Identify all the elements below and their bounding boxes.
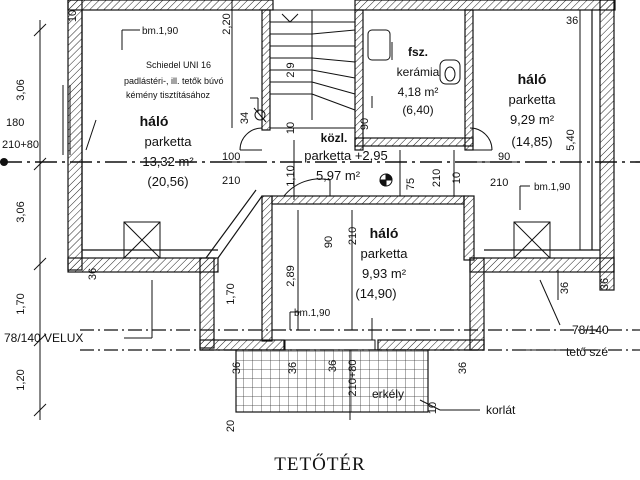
dim-36-bottom-left: 36 xyxy=(87,268,99,280)
railing-label: korlát xyxy=(486,403,516,417)
room-center: háló parketta 9,93 m² (14,90) xyxy=(355,225,408,301)
dim-10-b: 10 xyxy=(451,172,463,184)
room-bath: fsz. kerámia 4,18 m² (6,40) xyxy=(397,45,440,117)
room-right-floor: parketta xyxy=(509,92,557,107)
diagonal-walls xyxy=(205,189,263,259)
dim-3-06-top: 3,06 xyxy=(15,79,27,100)
dim-10-a: 10 xyxy=(285,122,297,134)
dim-36-bay-center: 36 xyxy=(327,360,339,372)
left-dimension-line xyxy=(33,20,47,420)
dim-90-bath: 90 xyxy=(359,118,371,130)
dim-90-center: 90 xyxy=(323,236,335,248)
dim-75: 75 xyxy=(405,178,417,190)
room-right: háló parketta 9,29 m² (14,85) xyxy=(509,71,557,149)
room-left-name: háló xyxy=(140,113,169,129)
room-left-floor: parketta xyxy=(145,134,193,149)
walls xyxy=(67,0,616,351)
room-bath-perimeter: (6,40) xyxy=(402,103,433,117)
dim-2-9: 2,9 xyxy=(285,62,297,77)
balcony-label: erkély xyxy=(372,387,404,401)
dim-210-hall: 210 xyxy=(431,169,443,187)
dim-5-40: 5,40 xyxy=(565,129,577,150)
dim-1-10: 1,10 xyxy=(285,165,297,186)
chimney-symbol xyxy=(253,107,267,123)
dim-3-06-bottom: 3,06 xyxy=(15,201,27,222)
bm-1-90-left: bm.1,90 xyxy=(142,26,179,37)
dim-2-20: 2,20 xyxy=(221,13,233,34)
room-center-area: 9,93 m² xyxy=(362,266,407,281)
dim-20: 20 xyxy=(225,420,237,432)
room-right-area: 9,29 m² xyxy=(510,112,555,127)
dim-2-89: 2,89 xyxy=(285,265,297,286)
room-left-area: 13,32 m² xyxy=(142,154,194,169)
dim-210-center: 210 xyxy=(347,227,359,245)
room-right-name: háló xyxy=(518,71,547,87)
dim-90-right: 90 xyxy=(498,151,510,163)
doors xyxy=(62,85,493,351)
chimney-label: Schiedel UNI 16 xyxy=(146,60,211,70)
dim-34: 34 xyxy=(239,112,251,124)
dim-210-80-left: 210+80 xyxy=(2,139,39,151)
velux-windows xyxy=(123,221,551,259)
dim-1-70-bay: 1,70 xyxy=(225,283,237,304)
room-hall: közl. parketta +2,95 5,97 m² xyxy=(304,131,387,183)
velux-left-label: 78/140 VELUX xyxy=(4,331,83,345)
dim-10-balcony: 10 xyxy=(427,402,439,414)
bathroom-fixtures xyxy=(367,29,461,108)
dim-210-right: 210 xyxy=(490,177,508,189)
room-bath-name: fsz. xyxy=(408,45,428,59)
floor-plan-drawing: 3,06 3,06 1,70 1,20 180 210+80 100 210 2… xyxy=(0,0,640,432)
room-hall-floor: parketta +2,95 xyxy=(304,148,387,163)
room-left-perimeter: (20,56) xyxy=(147,174,188,189)
dim-36-bay-left: 36 xyxy=(231,362,243,374)
bm-1-90-bay: bm.1,90 xyxy=(294,308,331,319)
room-center-floor: parketta xyxy=(361,246,409,261)
room-bath-floor: kerámia xyxy=(397,65,440,79)
dim-210-a: 210 xyxy=(222,175,240,187)
dim-36-right: 36 xyxy=(559,282,571,294)
room-hall-area: 5,97 m² xyxy=(316,168,361,183)
dim-1-70-left: 1,70 xyxy=(15,293,27,314)
dim-36-top-right: 36 xyxy=(566,15,578,27)
dim-210-80-balcony: 210+80 xyxy=(347,359,359,396)
room-hall-name: közl. xyxy=(321,131,348,145)
leader-lines xyxy=(121,29,561,411)
level-marker xyxy=(379,173,393,187)
room-right-perimeter: (14,85) xyxy=(511,134,552,149)
velux-right-label: 78/140 xyxy=(572,323,609,337)
internal-dimension-lines xyxy=(212,0,581,420)
chimney-note-line1: padlástéri-, ill. tetők búvó xyxy=(124,76,224,86)
dim-36-bay-right: 36 xyxy=(457,362,469,374)
room-bath-area: 4,18 m² xyxy=(398,85,439,99)
dim-180: 180 xyxy=(6,117,24,129)
staircase xyxy=(269,9,356,129)
bm-1-90-right: bm.1,90 xyxy=(534,182,571,193)
room-center-name: háló xyxy=(370,225,399,241)
balcony-floor xyxy=(235,349,429,413)
chimney-note-line2: kémény tisztításához xyxy=(126,90,211,100)
dim-10-top-left: 10 xyxy=(67,10,79,22)
room-left: háló parketta 13,32 m² (20,56) xyxy=(140,113,195,189)
roof-edge-label: tető szé xyxy=(566,345,608,359)
dim-100: 100 xyxy=(222,151,240,163)
dim-36-far-right: 36 xyxy=(599,278,611,290)
room-center-perimeter: (14,90) xyxy=(355,286,396,301)
section-arrow-dot xyxy=(0,158,8,166)
dim-1-20: 1,20 xyxy=(15,369,27,390)
drawing-title: TETŐTÉR xyxy=(274,454,366,475)
dim-36-bay-mid: 36 xyxy=(287,362,299,374)
